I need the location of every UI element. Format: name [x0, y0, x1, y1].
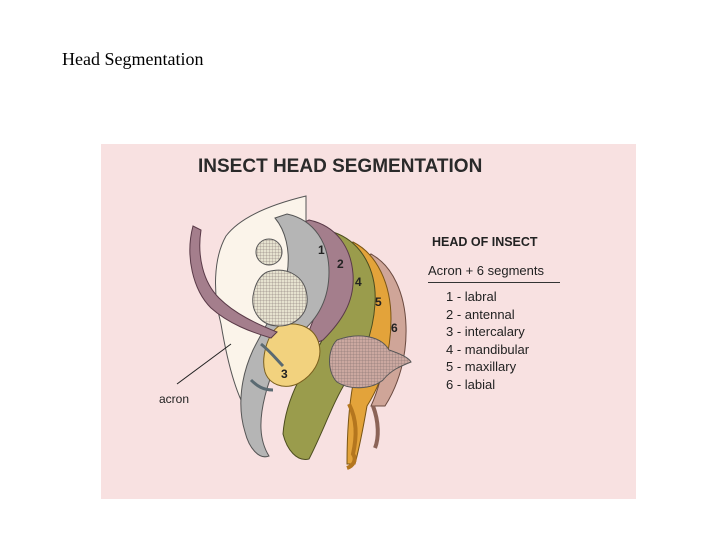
segment-intercalary [263, 323, 321, 387]
brain-lobe-middle-hatch [252, 270, 308, 326]
labial-palp [371, 405, 380, 449]
maxillary-palp [346, 403, 358, 470]
legend-list: 1 - labral 2 - antennal 3 - intercalary … [446, 288, 529, 394]
legend-subheading: Acron + 6 segments [428, 263, 544, 278]
insect-head-figure: INSECT HEAD SEGMENTATION [101, 144, 636, 499]
legend-item-intercalary: 3 - intercalary [446, 324, 525, 340]
antenna [189, 225, 278, 339]
acron-callout-label: acron [159, 392, 189, 406]
segment-number-1: 1 [318, 243, 325, 257]
legend-heading: HEAD OF INSECT [432, 235, 538, 249]
ganglion-lower-hatch [329, 335, 411, 388]
segment-number-2: 2 [337, 257, 344, 271]
gut-tube [249, 342, 285, 392]
legend-item-labial: 6 - labial [446, 376, 496, 392]
slide-title: Head Segmentation [62, 49, 204, 69]
legend-item-maxillary: 5 - maxillary [446, 359, 517, 375]
acron-callout-line [176, 343, 232, 385]
legend-divider [428, 282, 560, 283]
brain-lobe-upper-hatch [256, 239, 282, 265]
figure-title: INSECT HEAD SEGMENTATION [198, 156, 483, 177]
head-drawing: acron 1 2 3 4 5 6 [159, 195, 412, 470]
segment-number-5: 5 [375, 295, 382, 309]
legend-item-mandibular: 4 - mandibular [446, 341, 530, 357]
legend-item-labral: 1 - labral [446, 289, 497, 304]
segment-number-3: 3 [281, 367, 288, 381]
legend-item-antennal: 2 - antennal [446, 306, 515, 322]
segment-number-6: 6 [391, 321, 398, 335]
segment-number-4: 4 [355, 275, 362, 289]
